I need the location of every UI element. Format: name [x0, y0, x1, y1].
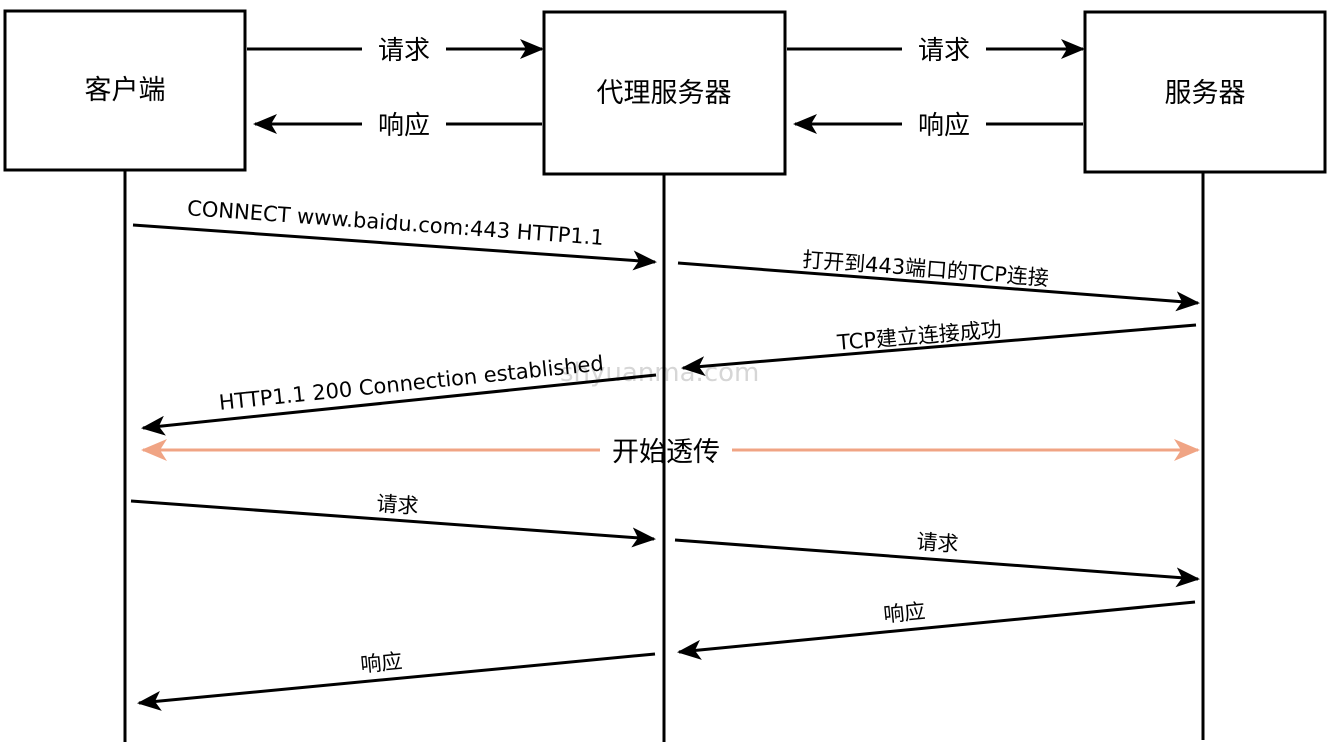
- request-arrow-1: [130, 499, 656, 548]
- established-arrow: [141, 373, 657, 436]
- established-label: HTTP1.1 200 Connection established: [218, 351, 605, 415]
- tcp-ok-arrow: [681, 323, 1197, 377]
- top-request-label-2: 请求: [918, 36, 970, 66]
- open-tcp-label: 打开到443端口的TCP连接: [801, 248, 1049, 291]
- server-label: 服务器: [1165, 78, 1246, 109]
- tunnel-arrow: 开始透传: [141, 437, 1200, 468]
- top-response-label-1: 响应: [378, 111, 430, 141]
- top-request-label-1: 请求: [378, 36, 430, 66]
- server-box: 服务器: [1083, 10, 1327, 174]
- proxy-box: 代理服务器: [542, 10, 787, 176]
- top-response-label-2: 响应: [918, 111, 970, 141]
- proxy-label: 代理服务器: [597, 78, 732, 109]
- response-label-1: 响应: [882, 599, 926, 627]
- request-arrow-2: [674, 538, 1200, 588]
- response-arrow-1: [677, 600, 1196, 660]
- response-arrow-2: [137, 652, 656, 711]
- request-label-1: 请求: [376, 492, 420, 519]
- top-arrow-client-to-proxy: 请求: [247, 36, 544, 66]
- tunnel-label: 开始透传: [612, 437, 720, 468]
- connect-arrow: [132, 223, 657, 271]
- client-box: 客户端: [3, 9, 247, 172]
- top-arrow-proxy-to-server: 请求: [787, 36, 1085, 66]
- top-arrow-server-to-proxy: 响应: [793, 111, 1083, 141]
- client-label: 客户端: [85, 75, 166, 106]
- connect-label: CONNECT www.baidu.com:443 HTTP1.1: [186, 196, 604, 250]
- top-arrow-proxy-to-client: 响应: [253, 111, 542, 141]
- request-label-2: 请求: [916, 530, 960, 557]
- response-label-2: 响应: [359, 649, 403, 677]
- open-tcp-arrow: [677, 261, 1200, 312]
